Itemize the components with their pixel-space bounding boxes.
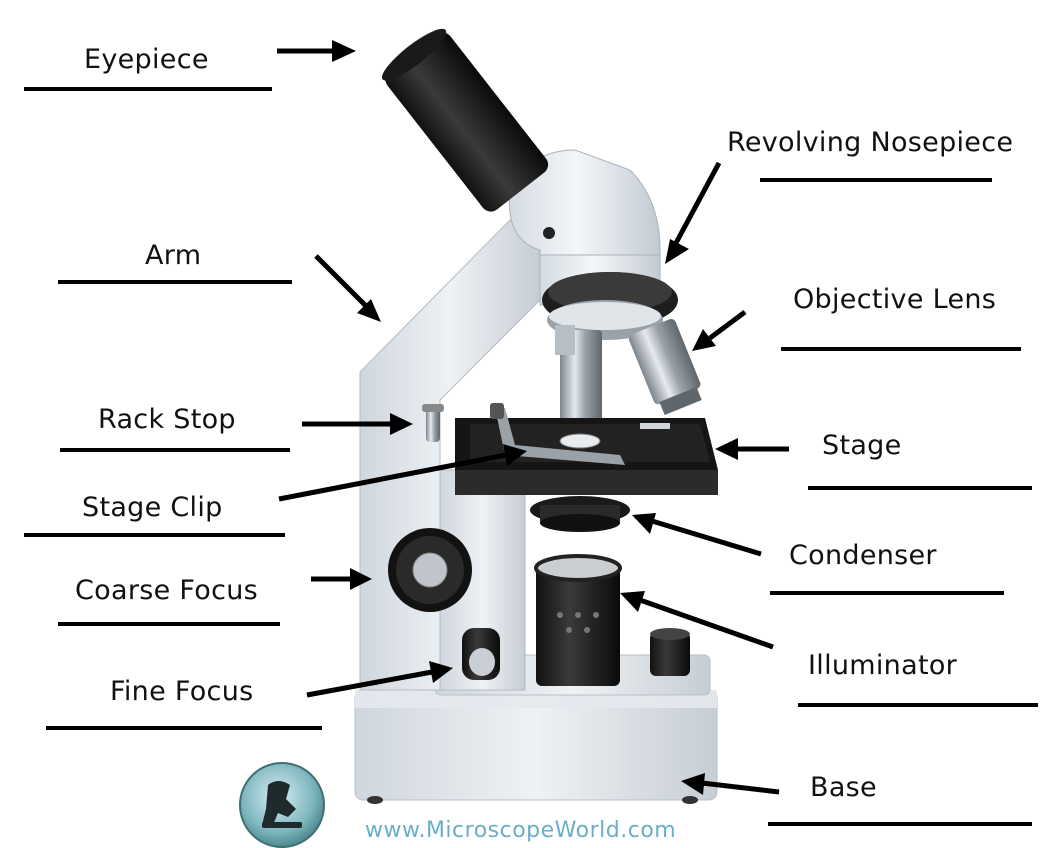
coarse-focus-knob <box>388 528 472 612</box>
underline-base <box>768 822 1032 826</box>
label-revolving-nosepiece: Revolving Nosepiece <box>727 127 1013 158</box>
underline-illuminator <box>798 703 1038 707</box>
underline-stage <box>808 486 1032 490</box>
eyepiece-tube <box>376 22 552 215</box>
website-watermark: www.MicroscopeWorld.com <box>365 818 676 843</box>
underline-objective-lens <box>781 347 1021 351</box>
underline-rack-stop <box>60 448 290 452</box>
label-base: Base <box>810 772 877 803</box>
label-stage: Stage <box>822 430 902 461</box>
underline-coarse-focus <box>58 622 280 626</box>
microscopeworld-logo <box>240 763 324 847</box>
label-coarse-focus: Coarse Focus <box>75 575 258 606</box>
condenser-shape <box>530 496 630 532</box>
label-arm: Arm <box>145 240 201 271</box>
label-illuminator: Illuminator <box>808 650 957 681</box>
underline-eyepiece <box>24 87 272 91</box>
label-rack-stop: Rack Stop <box>98 404 236 435</box>
label-condenser: Condenser <box>789 540 937 571</box>
fine-focus-knob <box>462 628 500 680</box>
underline-condenser <box>770 591 1004 595</box>
illuminator-shape <box>536 556 620 686</box>
label-stage-clip: Stage Clip <box>82 492 223 523</box>
underline-arm <box>58 280 292 284</box>
label-fine-focus: Fine Focus <box>110 676 253 707</box>
underline-stage-clip <box>24 533 285 537</box>
underline-revolving-nosepiece <box>760 178 992 182</box>
label-eyepiece: Eyepiece <box>84 44 209 75</box>
label-objective-lens: Objective Lens <box>793 284 996 315</box>
underline-fine-focus <box>46 726 322 730</box>
light-knob <box>650 628 690 676</box>
